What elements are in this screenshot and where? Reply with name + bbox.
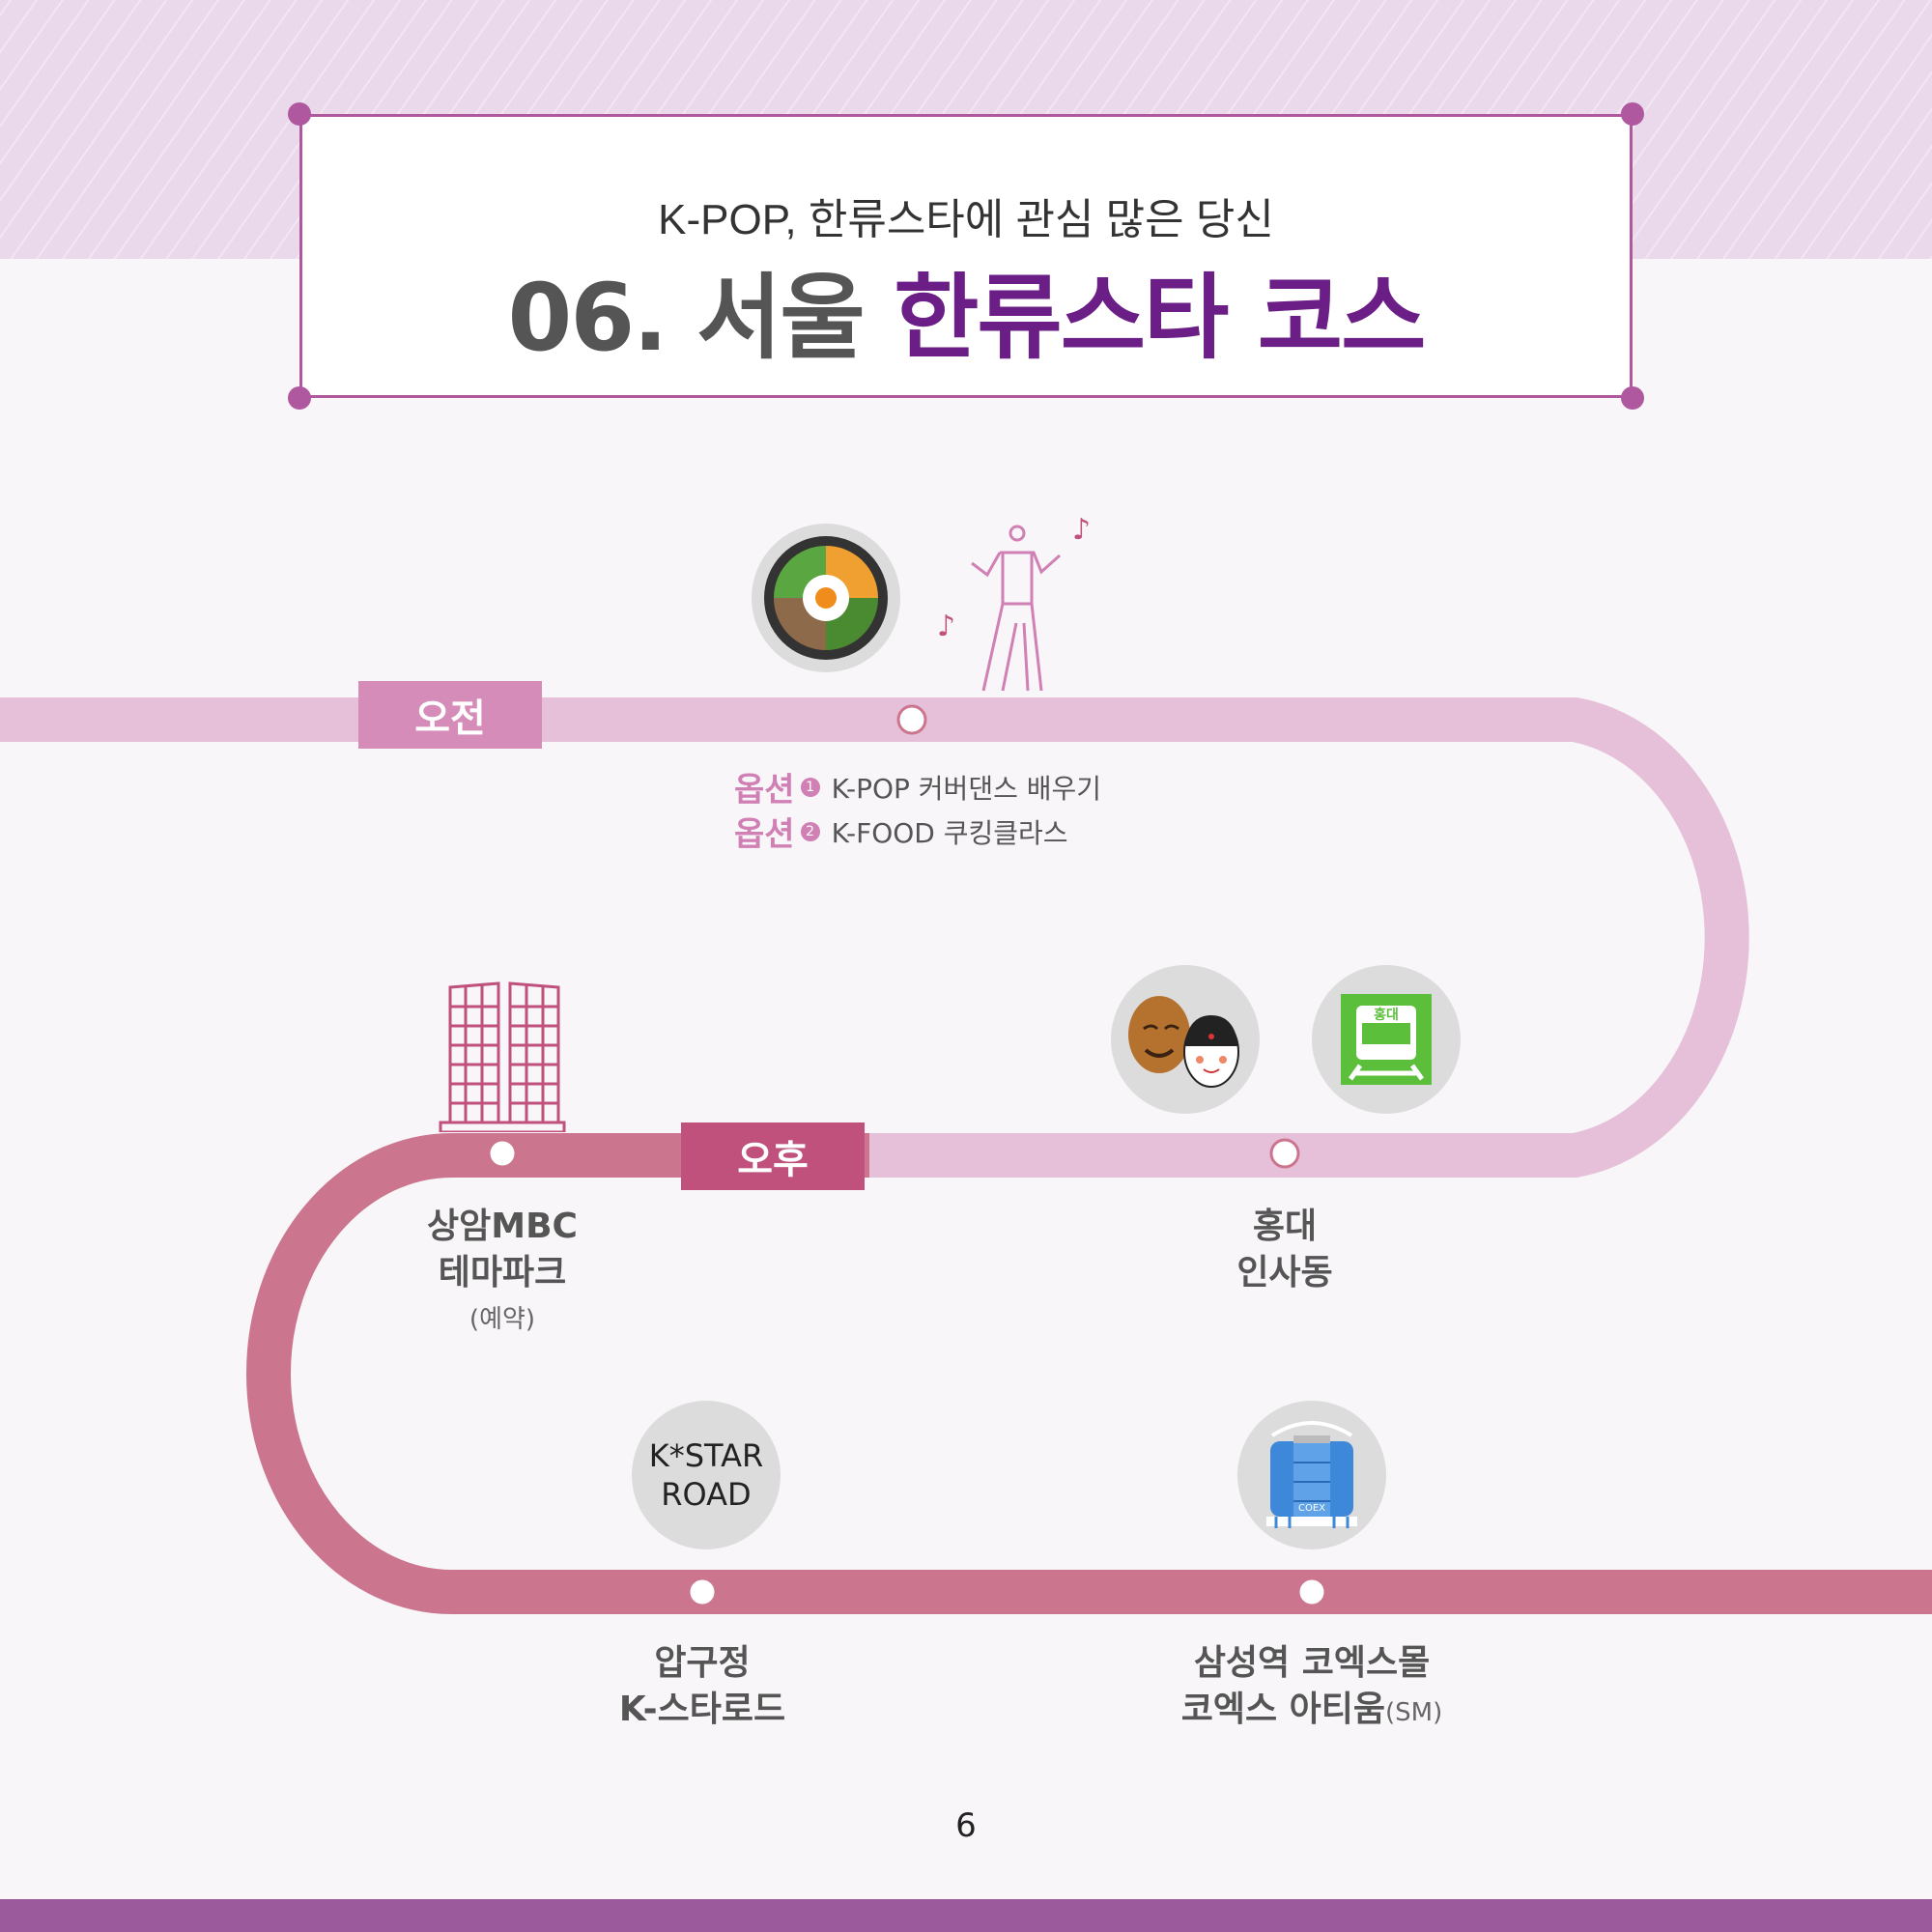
subway-label: 홍대: [1374, 1007, 1399, 1023]
track-afternoon: [246, 1133, 1932, 1614]
option-item: 옵션 2 K-FOOD 쿠킹클라스: [734, 808, 1068, 855]
subway-icon: 홍대: [1312, 965, 1461, 1114]
stop-apgujeong: 압구정 K-스타로드: [567, 1640, 838, 1733]
stop-marker-hongdae[interactable]: [1269, 1138, 1300, 1169]
option-number: 1: [800, 777, 820, 797]
stop-coex: 삼성역 코엑스몰 코엑스 아티움(SM): [1119, 1640, 1505, 1736]
page-number: 6: [955, 1806, 977, 1845]
track-morning: [0, 697, 1749, 1178]
stop-coex-line1: 삼성역 코엑스몰: [1193, 1643, 1431, 1683]
title-prefix: 06. 서울: [507, 264, 895, 372]
coex-label: COEX: [1298, 1503, 1325, 1514]
stop-mbc: 상암MBC 테마파크 (예약): [386, 1204, 618, 1343]
stop-marker-mbc[interactable]: [487, 1138, 518, 1169]
footer-bar: [0, 1899, 1932, 1932]
stop-hongdae: 홍대 인사동: [1169, 1204, 1401, 1296]
stop-apgujeong-line2: K-스타로드: [618, 1690, 786, 1729]
stop-hongdae-line1: 홍대: [1252, 1207, 1318, 1246]
stop-marker-apgujeong[interactable]: [687, 1577, 718, 1607]
stop-mbc-note: (예약): [469, 1305, 536, 1334]
option-tag: 옵션: [734, 771, 795, 810]
page-subtitle: K-POP, 한류스타에 관심 많은 당신: [658, 196, 1274, 243]
kstar-line1: K*STAR: [648, 1437, 764, 1474]
stop-apgujeong-line1: 압구정: [654, 1643, 751, 1683]
kstar-road-icon: K*STAR ROAD: [632, 1401, 781, 1549]
option-tag: 옵션: [734, 815, 795, 854]
stop-marker-coex[interactable]: [1296, 1577, 1327, 1607]
option-number: 2: [800, 821, 820, 841]
stop-coex-note: (SM): [1385, 1698, 1443, 1727]
stop-hongdae-line2: 인사동: [1236, 1253, 1333, 1293]
morning-label: 오전: [358, 681, 542, 749]
corner-dot: [288, 386, 311, 410]
corner-dot: [1621, 102, 1644, 126]
building-icon: [439, 981, 566, 1132]
mask-icon: [1111, 965, 1260, 1114]
afternoon-label: 오후: [681, 1122, 865, 1190]
option-text: K-FOOD 쿠킹클라스: [831, 816, 1068, 849]
stop-marker-option[interactable]: [896, 704, 927, 735]
page-title: 06. 서울 한류스타 코스: [302, 242, 1630, 377]
bibimbap-icon: [752, 524, 900, 672]
kstar-line2: ROAD: [661, 1476, 752, 1513]
coex-building-icon: COEX: [1237, 1401, 1386, 1549]
stop-mbc-line1: 상암MBC: [427, 1207, 578, 1246]
title-highlight: 한류스타 코스: [894, 264, 1426, 372]
svg-text:♪: ♪: [1072, 513, 1091, 547]
stop-coex-line2-row: 코엑스 아티움(SM): [1119, 1687, 1505, 1736]
svg-text:♪: ♪: [937, 610, 955, 643]
stop-coex-line2: 코엑스 아티움: [1180, 1690, 1386, 1729]
stop-mbc-line2: 테마파크: [438, 1253, 567, 1293]
option-text: K-POP 커버댄스 배우기: [831, 772, 1102, 805]
corner-dot: [1621, 386, 1644, 410]
title-box: K-POP, 한류스타에 관심 많은 당신 06. 서울 한류스타 코스: [299, 114, 1633, 398]
dancer-icon: ♪ ♪: [937, 513, 1091, 692]
option-item: 옵션 1 K-POP 커버댄스 배우기: [734, 763, 1101, 810]
corner-dot: [288, 102, 311, 126]
